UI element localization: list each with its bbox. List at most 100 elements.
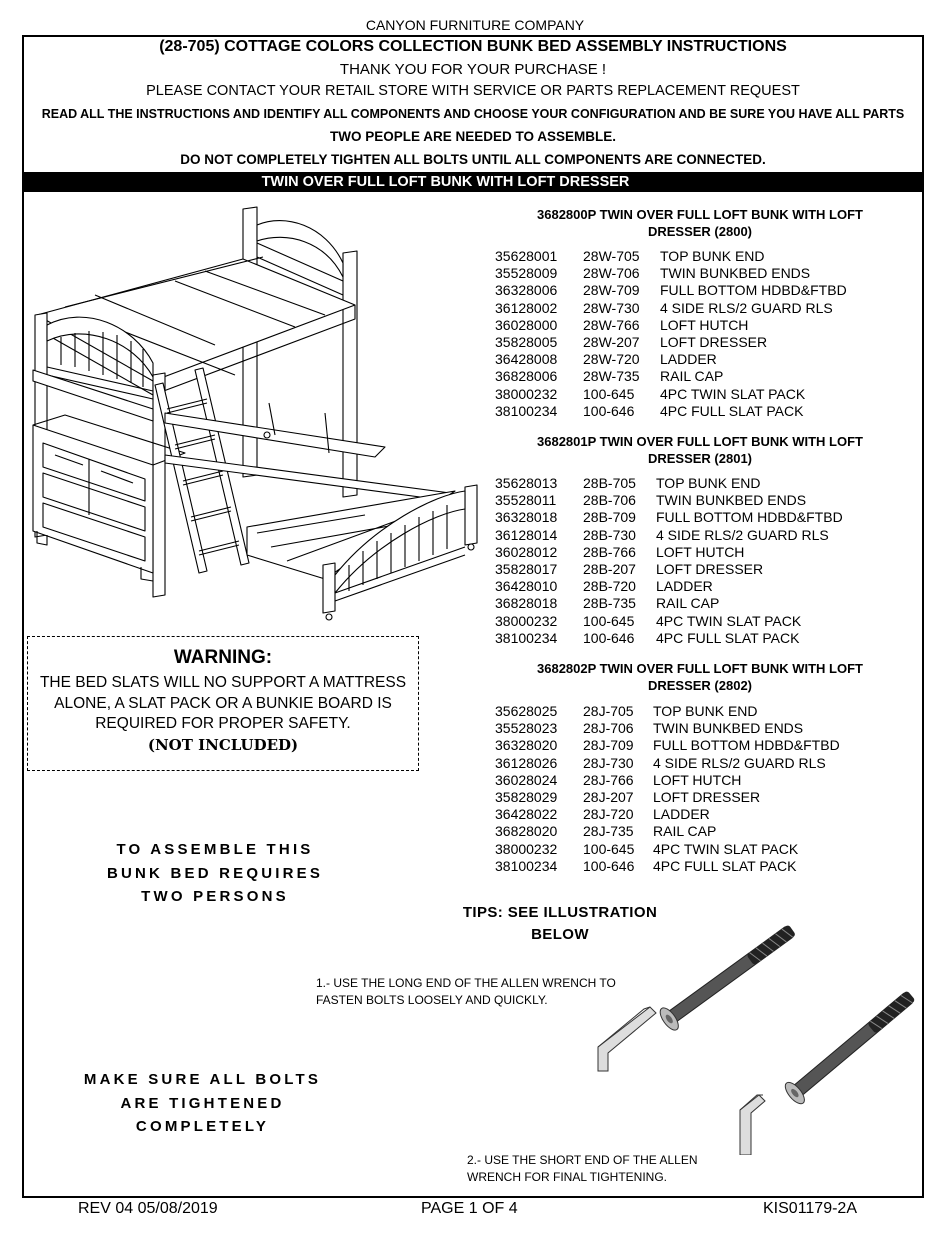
part-description: TWIN BUNKBED ENDS xyxy=(660,265,811,282)
part-description: 4PC FULL SLAT PACK xyxy=(656,629,800,646)
parts-group-title-line-2: DRESSER (2801) xyxy=(647,451,753,466)
model-number: 28J-705 xyxy=(583,703,634,719)
part-description: TWIN BUNKBED ENDS xyxy=(653,720,804,737)
page-frame xyxy=(22,35,924,1198)
parts-group-title-line-1: 3682802P TWIN OVER FULL LOFT BUNK WITH L… xyxy=(537,661,863,676)
model-number: 28B-706 xyxy=(583,492,636,509)
part-number: 38000232 xyxy=(495,840,558,857)
warning-line-2: ALONE, A SLAT PACK OR A BUNKIE BOARD IS xyxy=(54,694,392,712)
part-number: 35528023 xyxy=(495,720,558,737)
part-number: 38100234 xyxy=(495,402,558,419)
document-code: KIS01179-2A xyxy=(763,1200,857,1217)
part-number: 35528009 xyxy=(495,265,558,282)
part-description: RAIL CAP xyxy=(653,823,717,840)
part-description: FULL BOTTOM HDBD&FTBD xyxy=(656,509,843,526)
part-number: 36428010 xyxy=(495,578,558,595)
part-number: 35828017 xyxy=(495,561,558,577)
model-number: 28B-709 xyxy=(583,509,636,526)
model-number: 100-646 xyxy=(583,629,635,646)
part-number: 35828005 xyxy=(495,334,558,350)
read-instructions-line: READ ALL THE INSTRUCTIONS AND IDENTIFY A… xyxy=(41,107,905,121)
part-number: 36828020 xyxy=(495,823,558,840)
parts-group-title-line-1: 3682801P TWIN OVER FULL LOFT BUNK WITH L… xyxy=(537,434,863,449)
company-name: CANYON FURNITURE COMPANY xyxy=(365,17,585,33)
model-number: 100-645 xyxy=(583,612,635,629)
tip-1-text: 1.- USE THE LONG END OF THE ALLEN WRENCH… xyxy=(316,975,616,1009)
page-number: PAGE 1 OF 4 xyxy=(421,1200,518,1217)
tip-2-line-1: 2.- USE THE SHORT END OF THE ALLEN xyxy=(467,1153,698,1167)
part-description: 4 SIDE RLS/2 GUARD RLS xyxy=(656,526,829,543)
part-description: LOFT HUTCH xyxy=(660,316,749,333)
part-number: 36028024 xyxy=(495,771,558,788)
model-number: 28W-720 xyxy=(583,351,640,368)
parts-group-title-line-2: DRESSER (2800) xyxy=(647,224,753,239)
part-number: 38000232 xyxy=(495,612,558,629)
part-description: 4PC TWIN SLAT PACK xyxy=(653,840,799,857)
model-number: 100-646 xyxy=(583,402,635,419)
model-number: 100-645 xyxy=(583,385,635,402)
model-number: 28B-730 xyxy=(583,526,636,543)
model-number: 28W-706 xyxy=(583,265,640,282)
thank-you-line: THANK YOU FOR YOUR PURCHASE ! xyxy=(339,61,607,78)
part-description: FULL BOTTOM HDBD&FTBD xyxy=(660,282,847,299)
contact-line: PLEASE CONTACT YOUR RETAIL STORE WITH SE… xyxy=(146,83,800,99)
two-persons-line-1: TO ASSEMBLE THIS xyxy=(116,841,314,858)
part-number: 35628001 xyxy=(495,248,558,264)
parts-group-title-line-2: DRESSER (2802) xyxy=(647,678,753,693)
part-number: 35828029 xyxy=(495,789,558,805)
part-description: RAIL CAP xyxy=(656,595,720,612)
warning-line-3: REQUIRED FOR PROPER SAFETY. xyxy=(95,715,351,732)
part-description: LADDER xyxy=(653,806,710,823)
part-description: 4PC FULL SLAT PACK xyxy=(660,402,804,419)
model-number: 28J-730 xyxy=(583,754,634,771)
part-number: 36328018 xyxy=(495,509,558,526)
part-description: TOP BUNK END xyxy=(660,248,765,264)
part-description: LOFT DRESSER xyxy=(653,789,761,805)
model-number: 28B-705 xyxy=(583,475,636,491)
tip-2-text: 2.- USE THE SHORT END OF THE ALLEN WRENC… xyxy=(467,1152,698,1186)
warning-box xyxy=(27,636,419,771)
part-number: 35628025 xyxy=(495,703,558,719)
document-title: (28-705) COTTAGE COLORS COLLECTION BUNK … xyxy=(159,38,787,55)
model-number: 28J-735 xyxy=(583,823,634,840)
model-number: 28W-730 xyxy=(583,299,640,316)
tighten-bolts-line-2: ARE TIGHTENED xyxy=(120,1094,285,1112)
bolt-wrench-illustration-long-end xyxy=(597,925,795,1072)
part-number: 38100234 xyxy=(495,857,558,874)
part-description: 4 SIDE RLS/2 GUARD RLS xyxy=(660,299,833,316)
part-number: 36328020 xyxy=(495,737,558,754)
part-number: 36028012 xyxy=(495,543,558,560)
configuration-band-label: TWIN OVER FULL LOFT BUNK WITH LOFT DRESS… xyxy=(261,174,630,190)
part-number: 36828018 xyxy=(495,595,558,612)
part-description: 4PC TWIN SLAT PACK xyxy=(660,385,806,402)
part-description: LOFT DRESSER xyxy=(656,561,764,577)
model-number: 28J-709 xyxy=(583,737,634,754)
part-number: 36128002 xyxy=(495,299,558,316)
part-description: LADDER xyxy=(656,578,713,595)
model-number: 100-646 xyxy=(583,857,635,874)
part-number: 36028000 xyxy=(495,316,558,333)
tighten-bolts-notice: MAKE SURE ALL BOLTS ARE TIGHTENED COMPLE… xyxy=(20,1068,385,1139)
tighten-bolts-line-3: COMPLETELY xyxy=(135,1118,270,1135)
model-number: 28J-766 xyxy=(583,771,634,788)
model-number: 28J-720 xyxy=(583,806,634,823)
two-people-line: TWO PEOPLE ARE NEEDED TO ASSEMBLE. xyxy=(329,129,617,144)
part-number: 36128014 xyxy=(495,526,558,543)
part-description: LOFT DRESSER xyxy=(660,334,768,350)
model-number: 28B-766 xyxy=(583,543,636,560)
bolt-wrench-illustration-short-end xyxy=(739,991,915,1155)
model-number: 28B-735 xyxy=(583,595,636,612)
part-number: 36328006 xyxy=(495,282,558,299)
part-number: 38100234 xyxy=(495,629,558,646)
not-included-note: (NOT INCLUDED) xyxy=(147,736,299,754)
part-number: 36128026 xyxy=(495,754,558,771)
two-persons-notice: TO ASSEMBLE THIS BUNK BED REQUIRES TWO P… xyxy=(30,838,400,909)
model-number: 28W-735 xyxy=(583,368,640,385)
tips-heading-line-1: TIPS: SEE ILLUSTRATION xyxy=(462,904,658,921)
part-description: 4PC FULL SLAT PACK xyxy=(653,857,797,874)
part-description: 4 SIDE RLS/2 GUARD RLS xyxy=(653,754,826,771)
part-number: 36428022 xyxy=(495,806,558,823)
parts-group-title: 3682800P TWIN OVER FULL LOFT BUNK WITH L… xyxy=(480,206,920,240)
model-number: 28B-720 xyxy=(583,578,636,595)
two-persons-line-2: BUNK BED REQUIRES xyxy=(106,864,324,882)
